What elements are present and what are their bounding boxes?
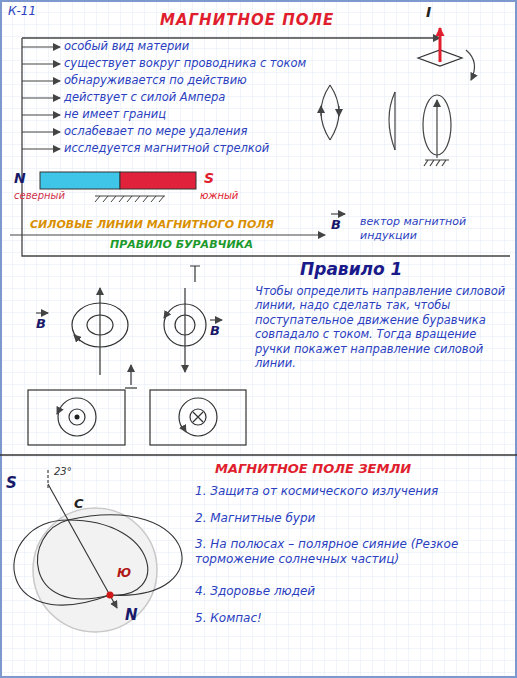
field-line	[179, 398, 217, 436]
property-item: действует с силой Ампера	[64, 90, 225, 104]
field-arrow	[320, 106, 321, 116]
current-label: I	[426, 4, 431, 22]
pole-dot	[107, 592, 114, 599]
property-item: особый вид материи	[64, 39, 189, 53]
effect-item: 3. На полюсах – полярное сияние (Резкое …	[195, 537, 495, 567]
field-arc	[389, 92, 395, 150]
field-line	[190, 409, 206, 425]
section-heading: ПРАВИЛО БУРАВЧИКА	[110, 238, 253, 252]
vector-arrow	[10, 234, 325, 235]
field-arc	[321, 85, 330, 140]
field-arrow	[183, 427, 186, 432]
vector-mark	[210, 320, 222, 321]
field-line	[14, 520, 110, 605]
pole-letter: Ю	[117, 566, 131, 581]
base-hatch	[424, 160, 449, 166]
sheet-number: К-11	[8, 4, 36, 19]
magnet-south	[120, 172, 196, 189]
angle-label: 23°	[54, 466, 72, 479]
field-sketches	[321, 85, 451, 166]
branch-arrow	[22, 114, 60, 115]
pole-name: северный	[14, 190, 65, 203]
conductor	[394, 92, 395, 150]
field-line	[37, 520, 110, 599]
magnetic-axis	[48, 484, 117, 608]
pole-letter: N	[14, 170, 26, 188]
branch-arrow	[22, 148, 60, 149]
conductor	[436, 100, 437, 158]
effect-item: 1. Защита от космического излучения	[195, 484, 495, 499]
effect-item: 5. Компас!	[195, 611, 495, 626]
vector-symbol: B	[331, 217, 341, 233]
field-arrow	[338, 106, 339, 116]
property-item: исследуется магнитной стрелкой	[64, 141, 269, 155]
bracket-line	[22, 37, 440, 38]
pole-letter: N	[125, 606, 138, 625]
section-heading: МАГНИТНОЕ ПОЛЕ ЗЕМЛИ	[215, 461, 411, 477]
branch-arrow	[22, 63, 60, 64]
page-title: МАГНИТНОЕ ПОЛЕ	[160, 11, 334, 30]
screw-motion	[130, 365, 131, 385]
vector-symbol: B	[36, 316, 46, 332]
screw-symbol	[190, 266, 200, 282]
field-arrow	[74, 335, 80, 341]
field-line	[68, 520, 148, 595]
rule-heading: Правило 1	[300, 259, 402, 280]
section-frame	[28, 390, 125, 445]
vector-symbol: B	[210, 323, 220, 339]
rule-text: Чтобы определить направление силовой лин…	[255, 284, 507, 370]
current-arrow	[184, 288, 185, 372]
earth	[33, 508, 157, 632]
property-item: не имеет границ	[64, 107, 166, 121]
section-heading: СИЛОВЫЕ ЛИНИИ МАГНИТНОГО ПОЛЯ	[30, 218, 274, 232]
screw-symbol	[125, 387, 137, 388]
screw-rule-left	[72, 288, 137, 388]
current-arrow	[439, 28, 442, 62]
field-arc	[330, 85, 339, 140]
property-item: существует вокруг проводника с током	[64, 56, 306, 70]
current-out-of-page	[75, 415, 80, 420]
pole-letter: S	[6, 474, 17, 493]
field-arrow	[57, 408, 60, 414]
pole-name: южный	[200, 190, 238, 203]
current-into-page	[193, 412, 203, 422]
vector-caption: вектор магнитной индукции	[360, 215, 500, 243]
bracket-line	[22, 38, 510, 256]
field-line	[58, 398, 96, 436]
branch-arrow	[22, 97, 60, 98]
current-arrow	[99, 288, 100, 375]
vector-mark	[36, 313, 48, 314]
earth-field-lines	[14, 470, 182, 608]
branch-arrow	[22, 131, 60, 132]
magnet-north	[40, 172, 120, 189]
branch-arrow	[22, 46, 60, 47]
section-frame	[150, 390, 246, 445]
field-arrow	[164, 312, 168, 318]
field-line	[69, 409, 85, 425]
effect-item: 2. Магнитные бури	[195, 511, 495, 526]
field-line	[68, 515, 182, 595]
branch-arrows	[22, 47, 60, 149]
branch-arrow	[22, 80, 60, 81]
property-item: обнаруживается по действию	[64, 73, 247, 87]
property-item: ослабевает по мере удаления	[64, 124, 247, 138]
effect-item: 4. Здоровье людей	[195, 584, 495, 599]
cross-sections	[28, 390, 246, 445]
screw-rule-right	[164, 266, 206, 372]
rotation-arrow	[466, 50, 475, 80]
stand-hatch	[95, 196, 165, 202]
pole-letter: С	[74, 496, 84, 512]
vector-mark	[331, 214, 345, 215]
separator	[0, 454, 517, 455]
pole-letter: S	[204, 170, 214, 188]
